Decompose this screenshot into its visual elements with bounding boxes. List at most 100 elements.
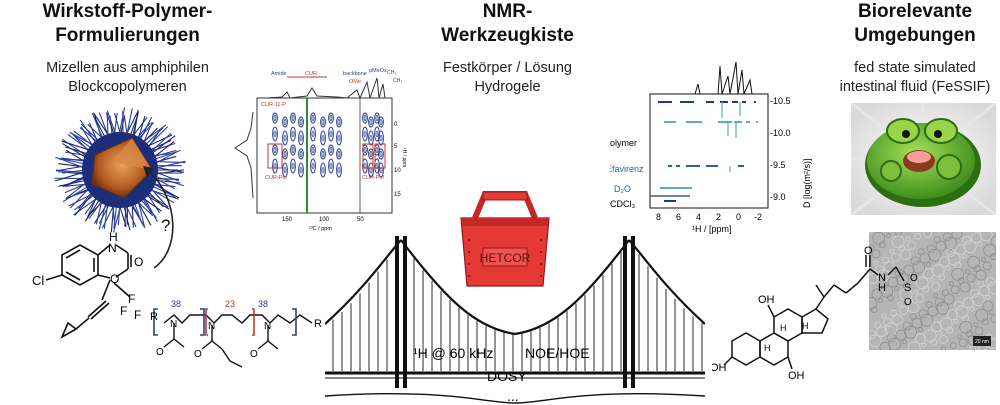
- h-label-1: H: [764, 343, 771, 353]
- sulfonate-o-label-1: O: [910, 273, 918, 284]
- dosy-x-tick-2: 2: [716, 212, 721, 222]
- hetcor-label-amide: Amide: [271, 71, 287, 77]
- efavirenz-structure: Cl H N O O F F F: [32, 230, 143, 339]
- center-subtitle-line1: Festkörper / Lösung: [443, 60, 572, 76]
- right-subtitle-line2: intestinal fluid (FeSSIF): [839, 79, 991, 95]
- polymer-structure: R R 38 23 38 N N N O O O: [150, 299, 322, 368]
- sulfonate-o-label-2: O: [904, 297, 912, 308]
- tem-texture: [869, 232, 996, 350]
- left-subtitle: Mizellen aus amphiphilen Blockcopolymere…: [10, 59, 245, 97]
- h-label-3: H: [802, 321, 809, 331]
- bridge-illustration: ¹H @ 60 kHz NOE/HOE DOSY ...: [325, 236, 705, 404]
- dosy-x-label: ¹H / [ppm]: [692, 224, 732, 234]
- center-title: NMR- Werkzeugkiste: [400, 0, 615, 48]
- h-label-2: H: [780, 323, 787, 333]
- hetcor-x-tick-50: 50: [357, 217, 364, 223]
- tem-image: 20 nm: [869, 232, 996, 350]
- hetcor-y-tick-10: 10: [394, 168, 401, 174]
- hetcor-label-ch3a: CH₃: [387, 70, 396, 76]
- polymer-n-a: N: [170, 319, 177, 330]
- right-subtitle-line1: fed state simulated: [854, 60, 976, 76]
- dosy-frame: [649, 93, 769, 209]
- oh-label-3: OH: [788, 370, 805, 382]
- polymer-o-a: O: [156, 347, 164, 358]
- dosy-spectrum: Polymer Efavirenz D₂O CDCl₃ 8 6 4 2 0 -2…: [610, 61, 812, 234]
- dosy-x-tick-8: 8: [656, 212, 661, 222]
- polymer-o-b: O: [194, 349, 202, 360]
- dosy-peaks: [650, 101, 758, 202]
- fessif-character-image: [851, 103, 996, 215]
- hetcor-label-cur: CUR: [305, 71, 317, 77]
- center-title-line1: NMR-: [482, 1, 533, 22]
- right-subtitle: fed state simulated intestinal fluid (Fe…: [830, 59, 1000, 97]
- polymer-n-c: N: [264, 321, 271, 332]
- center-title-line2: Werkzeugkiste: [441, 25, 574, 46]
- toolbox-illustration: HETCOR: [460, 191, 550, 287]
- taurocholate-structure: OH OH OH H H H O N H S O O: [712, 245, 918, 382]
- dosy-y-label: D [log(m²/s)]: [802, 159, 812, 209]
- hetcor-x-label: ¹³C / ppm: [309, 226, 332, 232]
- center-subtitle: Festkörper / Lösung Hydrogele: [400, 59, 615, 97]
- polymer-r-left: R: [150, 311, 158, 323]
- polymer-n-b: N: [208, 321, 215, 332]
- polymer-o-c: O: [250, 349, 258, 360]
- hetcor-label-backbone: backbone: [343, 71, 367, 77]
- bridge-hangers: [332, 251, 703, 371]
- n-label: N: [108, 241, 117, 255]
- hetcor-peaks: [272, 112, 384, 178]
- hetcor-y-tick-5: 5: [394, 144, 398, 150]
- oh-label-1: OH: [712, 362, 727, 374]
- dosy-y-tick-10-5: -10.5: [770, 96, 791, 106]
- hetcor-label-pmeox: pMeOx: [369, 68, 387, 74]
- dosy-y-tick-10-0: -10.0: [770, 128, 791, 138]
- bridge-text-ellipsis: ...: [507, 388, 519, 404]
- micelle-illustration: [54, 107, 186, 233]
- right-title-line1: Biorelevante: [857, 1, 973, 22]
- dosy-label-cdcl3: CDCl₃: [610, 199, 635, 209]
- polymer-n2: 23: [225, 299, 235, 309]
- hetcor-spectrum: Amide CUR backbone pMeOx OMe CH₃ CH₃ CUR…: [234, 68, 407, 232]
- dosy-y-tick-9-5: -9.5: [770, 160, 786, 170]
- hetcor-y-label: ¹H / ppm: [401, 148, 407, 167]
- dosy-y-tick-9-0: -9.0: [770, 192, 786, 202]
- dosy-label-efavirenz: Efavirenz: [610, 164, 644, 174]
- amide-h-label: H: [878, 282, 886, 294]
- f1-label: F: [128, 292, 135, 306]
- h-label: H: [109, 230, 118, 244]
- left-subtitle-line1: Mizellen aus amphiphilen: [46, 60, 209, 76]
- toolbox-label: HETCOR: [480, 251, 531, 265]
- center-subtitle-line2: Hydrogele: [474, 79, 541, 95]
- hetcor-y-tick-0: 0: [394, 122, 398, 128]
- tem-scale-label: 20 nm: [975, 339, 989, 345]
- cl-label: Cl: [32, 273, 44, 288]
- amide-o-label: O: [864, 245, 873, 257]
- oh-label-2: OH: [758, 294, 775, 306]
- hetcor-x-tick-100: 100: [319, 217, 330, 223]
- f3-label: F: [134, 308, 141, 322]
- dosy-label-d2o: D₂O: [614, 184, 631, 194]
- left-title-line1: Wirkstoff-Polymer-: [42, 1, 213, 22]
- dosy-x-tick-neg2: -2: [754, 212, 762, 222]
- bridge-text-noe: NOE/HOE: [525, 345, 590, 361]
- hetcor-box-label1: CUR-Pol: [265, 175, 287, 181]
- polymer-n1: 38: [171, 299, 181, 309]
- bridge-text-dosy: DOSY: [487, 368, 527, 384]
- dosy-label-polymer: Polymer: [610, 138, 637, 148]
- bridge-text-1h: ¹H @ 60 kHz: [413, 345, 493, 361]
- f2-label: F: [120, 304, 127, 318]
- question-mark: ?: [161, 216, 171, 235]
- hetcor-label-ome: OMe: [349, 79, 361, 85]
- o-label: O: [134, 255, 143, 269]
- dosy-x-tick-4: 4: [696, 212, 701, 222]
- left-subtitle-line2: Blockcopolymeren: [68, 79, 187, 95]
- hetcor-box-label2: CUR-Pol: [362, 175, 384, 181]
- amide-n-label: N: [878, 272, 886, 284]
- right-title: Biorelevante Umgebungen: [830, 0, 1000, 48]
- hetcor-inset-label: CUR-11-P: [261, 102, 286, 108]
- hetcor-x-tick-150: 150: [282, 217, 293, 223]
- dosy-x-tick-6: 6: [676, 212, 681, 222]
- dosy-x-tick-0: 0: [736, 212, 741, 222]
- left-title: Wirkstoff-Polymer- Formulierungen: [10, 0, 245, 48]
- polymer-n3: 38: [258, 299, 268, 309]
- polymer-r-right: R: [314, 318, 322, 330]
